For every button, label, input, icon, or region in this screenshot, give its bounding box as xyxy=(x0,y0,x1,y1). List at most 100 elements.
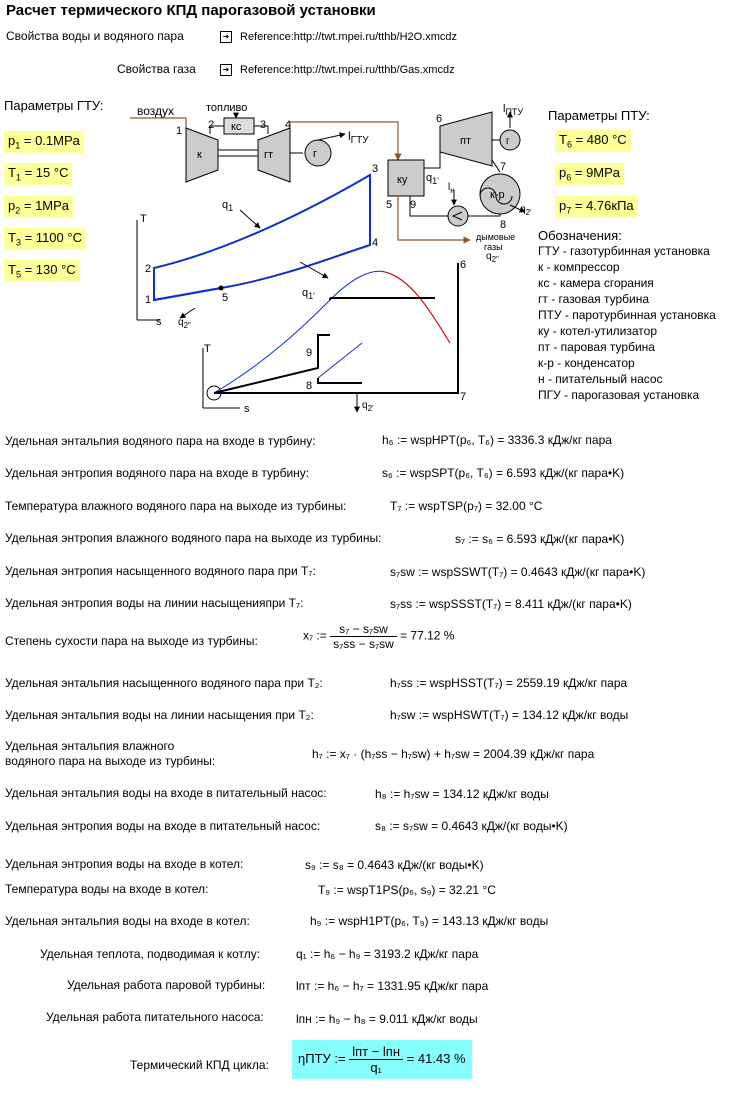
feed-pump xyxy=(447,205,469,227)
fuel-label: топливо xyxy=(206,102,247,114)
svg-text:4: 4 xyxy=(372,237,378,249)
h7-label-1: Удельная энтальпия влажного xyxy=(5,739,175,753)
svg-text:7: 7 xyxy=(460,391,466,403)
svg-text:1: 1 xyxy=(145,294,151,306)
legend-item: ГТУ - газотурбинная установка xyxy=(538,244,710,258)
s7ss-expr[interactable]: s₇ss := wspSSST(T₇) = 8.411 кДж/(кг пара… xyxy=(390,597,632,611)
svg-text:s: s xyxy=(156,316,162,328)
svg-text:9: 9 xyxy=(410,199,416,211)
param-p2[interactable]: p2 = 1MPa xyxy=(4,196,74,218)
lpn-label: Удельная работа питательного насоса: xyxy=(46,1010,264,1024)
ref-water-link[interactable]: ➜Reference:http://twt.mpei.ru/tthb/H2O.x… xyxy=(220,31,457,44)
q1-expr[interactable]: q₁ := h₆ − h₉ = 3193.2 кДж/кг пара xyxy=(296,947,479,961)
ref-water-label: Свойства воды и водяного пара xyxy=(6,29,184,43)
lpt-expr[interactable]: lпт := h₆ − h₇ = 1331.95 кДж/кг пара xyxy=(296,979,489,993)
reference-icon: ➜ xyxy=(220,64,232,77)
h7ss-expr[interactable]: h₇ss := wspHSST(T₇) = 2559.19 кДж/кг пар… xyxy=(390,676,628,690)
ks-label: кс xyxy=(231,121,242,133)
legend-list: ГТУ - газотурбинная установка к - компре… xyxy=(538,243,716,403)
h6-expr[interactable]: h₆ := wspHPT(p₆, T₆) = 3336.3 кДж/кг пар… xyxy=(382,433,612,447)
T7-expr[interactable]: T₇ := wspTSP(p₇) = 32.00 °C xyxy=(390,499,543,513)
T9-label: Температура воды на входе в котел: xyxy=(5,882,209,896)
h8-expr[interactable]: h₈ := h₇sw = 134.12 кДж/кг воды xyxy=(375,787,549,801)
svg-text:9: 9 xyxy=(306,347,312,359)
s6-label: Удельная энтропия водяного пара на входе… xyxy=(5,466,310,480)
param-T1[interactable]: T1 = 15 °C xyxy=(4,163,73,185)
s7sw-label: Удельная энтропия насыщенного водяного п… xyxy=(5,564,316,578)
svg-text:q1': q1' xyxy=(426,172,439,186)
svg-text:q2": q2" xyxy=(178,317,191,330)
h7-expr[interactable]: h₇ := x₇ · (h₇ss − h₇sw) + h₇sw = 2004.3… xyxy=(312,747,595,761)
svg-text:T: T xyxy=(140,213,147,225)
s8-expr[interactable]: s₈ := s₇sw = 0.4643 кДж/(кг воды•K) xyxy=(375,819,568,833)
svg-text:q2': q2' xyxy=(362,400,374,413)
param-p6[interactable]: p6 = 9MPa xyxy=(555,163,625,185)
s7-expr[interactable]: s₇ := s₆ = 6.593 кДж/(кг пара•K) xyxy=(455,532,625,546)
s7sw-expr[interactable]: s₇sw := wspSSWT(T₇) = 0.4643 кДж/(кг пар… xyxy=(390,565,646,579)
air-label: воздух xyxy=(137,104,174,118)
param-T5[interactable]: T5 = 130 °C xyxy=(4,260,80,282)
param-p7[interactable]: p7 = 4.76кПа xyxy=(555,196,638,218)
svg-text:ку: ку xyxy=(397,174,408,186)
h9-expr[interactable]: h₉ := wspH1PT(p₆, T₉) = 143.13 кДж/кг во… xyxy=(310,914,549,928)
legend-item: кс - камера сгорания xyxy=(538,276,654,290)
legend-item: к - компрессор xyxy=(538,260,620,274)
s9-expr[interactable]: s₉ := s₈ = 0.4643 кДж/(кг воды•K) xyxy=(305,858,484,872)
svg-text:1: 1 xyxy=(176,125,182,137)
svg-text:8: 8 xyxy=(306,380,312,392)
svg-text:2: 2 xyxy=(145,263,151,275)
svg-text:2: 2 xyxy=(208,119,214,131)
h7sw-expr[interactable]: h₇sw := wspHSWT(T₇) = 134.12 кДж/кг воды xyxy=(390,708,629,722)
l-ptu-label: lПТУ xyxy=(503,103,523,117)
heat-recovery-boiler xyxy=(387,159,425,197)
s8-label: Удельная энтропия воды на входе в питате… xyxy=(5,819,321,833)
ref-gas-link[interactable]: ➜Reference:http://twt.mpei.ru/tthb/Gas.x… xyxy=(220,64,455,77)
h7ss-label: Удельная энтальпия насыщенного водяного … xyxy=(5,676,323,690)
s9-label: Удельная энтропия воды на входе в котел: xyxy=(5,857,244,871)
svg-text:q2': q2' xyxy=(520,204,532,217)
svg-text:к-р: к-р xyxy=(490,189,505,201)
svg-text:8: 8 xyxy=(500,219,506,231)
h7sw-label: Удельная энтальпия воды на линии насыщен… xyxy=(5,708,314,722)
s7ss-label: Удельная энтропия воды на линии насыщени… xyxy=(5,596,304,610)
svg-text:4: 4 xyxy=(285,119,291,131)
svg-text:5: 5 xyxy=(386,199,392,211)
svg-text:q1: q1 xyxy=(222,199,233,213)
lpt-label: Удельная работа паровой турбины: xyxy=(67,978,266,992)
steam-turbine xyxy=(439,111,493,167)
lpn-expr[interactable]: lпн := h₉ − h₈ = 9.011 кДж/кг воды xyxy=(296,1012,478,1026)
legend-item: ку - котел-утилизатор xyxy=(538,324,658,338)
s7-label: Удельная энтропия влажного водяного пара… xyxy=(5,531,382,545)
T9-expr[interactable]: T₉ := wspT1PS(p₆, s₉) = 32.21 °C xyxy=(318,883,496,897)
svg-text:3: 3 xyxy=(372,163,378,175)
q1-label: Удельная теплота, подводимая к котлу: xyxy=(40,947,261,961)
param-p1[interactable]: p1 = 0.1MPa xyxy=(4,131,84,153)
param-T3[interactable]: T3 = 1100 °C xyxy=(4,228,86,250)
param-T6[interactable]: T6 = 480 °C xyxy=(555,130,631,152)
generator-gtu xyxy=(304,139,332,167)
h6-label: Удельная энтальпия водяного пара на вход… xyxy=(5,434,316,448)
h9-label: Удельная энтальпия воды на входе в котел… xyxy=(5,914,250,928)
h7-label-2: водяного пара на выходе из турбины: xyxy=(5,754,216,768)
gtu-heading: Параметры ГТУ: xyxy=(4,98,104,113)
svg-text:7: 7 xyxy=(500,161,506,173)
reference-icon: ➜ xyxy=(220,31,232,44)
gas-turbine xyxy=(257,127,291,183)
page-title: Расчет термического КПД парогазовой уста… xyxy=(6,2,376,19)
legend-item: гт - газовая турбина xyxy=(538,292,650,306)
legend-item: ПТУ - паротурбинная установка xyxy=(538,308,716,322)
s6-expr[interactable]: s₆ := wspSPT(p₆, T₆) = 6.593 кДж/(кг пар… xyxy=(382,466,625,480)
svg-text:6: 6 xyxy=(436,113,442,125)
legend-item: ПГУ - парогазовая установка xyxy=(538,388,700,402)
svg-text:пт: пт xyxy=(460,135,471,147)
h8-label: Удельная энтальпия воды на входе в питат… xyxy=(5,786,327,800)
svg-text:дымовые: дымовые xyxy=(476,232,515,242)
svg-text:q2": q2" xyxy=(486,251,499,264)
svg-text:газы: газы xyxy=(484,242,503,252)
l-gtu-label: lГТУ xyxy=(348,129,369,146)
air-flow-line xyxy=(130,117,187,128)
legend-item: к-р - конденсатор xyxy=(538,356,635,370)
svg-text:3: 3 xyxy=(260,119,266,131)
